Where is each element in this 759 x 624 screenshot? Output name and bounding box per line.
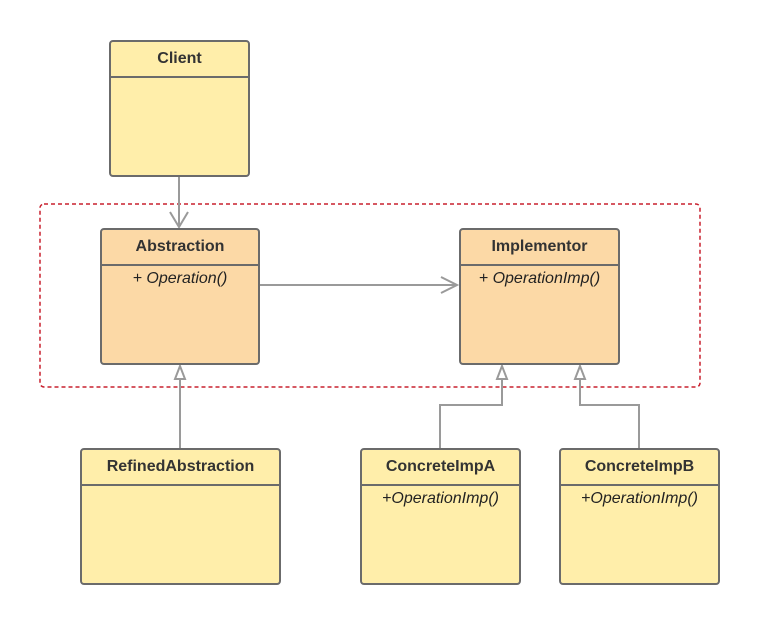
operation-label: +OperationImp() [581, 490, 698, 507]
class-concrete-imp-b-name: ConcreteImpB [561, 450, 718, 486]
class-concrete-imp-a[interactable]: ConcreteImpA +OperationImp() [360, 448, 521, 585]
class-implementor-name: Implementor [461, 230, 618, 266]
class-abstraction-body: + Operation() [102, 266, 258, 292]
class-concrete-imp-b[interactable]: ConcreteImpB +OperationImp() [559, 448, 720, 585]
class-client-body [111, 78, 248, 86]
concrete-a-to-implementor-connector [439, 363, 509, 448]
class-concrete-imp-a-name: ConcreteImpA [362, 450, 519, 486]
class-implementor-body: + OperationImp() [461, 266, 618, 292]
class-refined-abstraction-body [82, 486, 279, 494]
class-refined-abstraction[interactable]: RefinedAbstraction [80, 448, 281, 585]
group-boundary [39, 203, 701, 388]
class-refined-abstraction-name: RefinedAbstraction [82, 450, 279, 486]
class-implementor[interactable]: Implementor + OperationImp() [459, 228, 620, 365]
class-abstraction-name: Abstraction [102, 230, 258, 266]
client-to-abstraction-connector [169, 176, 189, 229]
class-concrete-imp-b-body: +OperationImp() [561, 486, 718, 512]
class-concrete-imp-a-body: +OperationImp() [362, 486, 519, 512]
abstraction-to-implementor-connector [260, 276, 460, 294]
operation-label: + Operation() [132, 270, 228, 287]
class-client[interactable]: Client [109, 40, 250, 177]
operation-label: + OperationImp() [478, 270, 601, 287]
concrete-b-to-implementor-connector [573, 363, 640, 448]
refined-to-abstraction-connector [173, 363, 187, 448]
operation-label: +OperationImp() [382, 490, 499, 507]
class-client-name: Client [111, 42, 248, 78]
class-abstraction[interactable]: Abstraction + Operation() [100, 228, 260, 365]
